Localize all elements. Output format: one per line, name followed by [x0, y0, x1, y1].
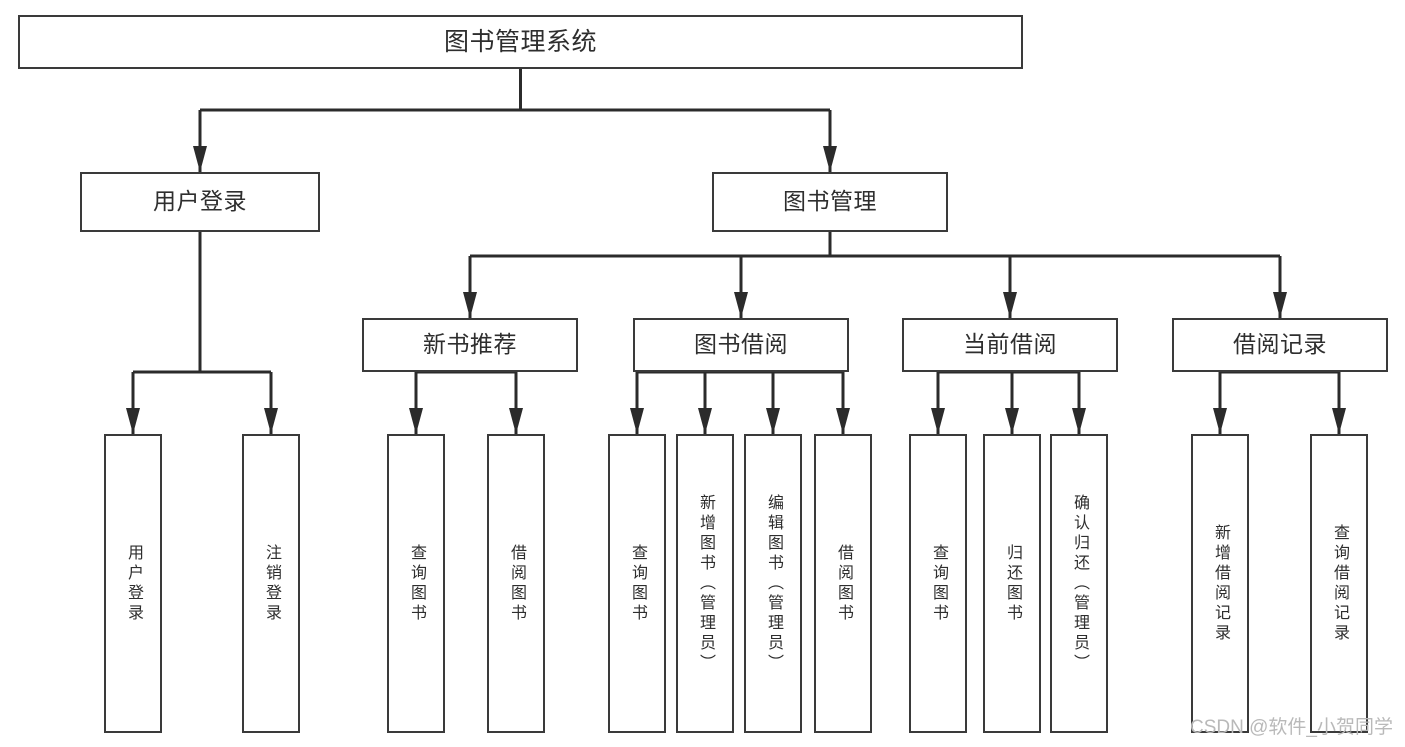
- node-leaf-bw-borrow[interactable]: 借阅图书: [814, 434, 872, 733]
- node-leaf-cur-query[interactable]: 查询图书: [909, 434, 967, 733]
- node-label: 用户登录: [153, 188, 247, 215]
- node-label: 图书借阅: [694, 331, 788, 358]
- node-record[interactable]: 借阅记录: [1172, 318, 1388, 372]
- node-label: 借阅图书: [507, 543, 525, 624]
- node-label: 确认归还（管理员）: [1070, 493, 1088, 674]
- node-leaf-bw-edit[interactable]: 编辑图书（管理员）: [744, 434, 802, 733]
- node-label: 查询图书: [407, 543, 425, 624]
- node-leaf-rec-add[interactable]: 新增借阅记录: [1191, 434, 1249, 733]
- node-leaf-nb-query[interactable]: 查询图书: [387, 434, 445, 733]
- node-label: 查询图书: [929, 543, 947, 624]
- node-leaf-bw-add[interactable]: 新增图书（管理员）: [676, 434, 734, 733]
- node-newbook[interactable]: 新书推荐: [362, 318, 578, 372]
- node-label: 图书管理系统: [443, 28, 597, 56]
- node-leaf-cur-confirm[interactable]: 确认归还（管理员）: [1050, 434, 1108, 733]
- node-leaf-user-logout[interactable]: 注销登录: [242, 434, 300, 733]
- node-label: 新增借阅记录: [1211, 523, 1229, 644]
- node-label: 新书推荐: [423, 331, 517, 358]
- node-label: 借阅记录: [1233, 331, 1327, 358]
- node-label: 新增图书（管理员）: [696, 493, 714, 674]
- node-label: 用户登录: [124, 543, 142, 624]
- node-leaf-cur-return[interactable]: 归还图书: [983, 434, 1041, 733]
- node-label: 编辑图书（管理员）: [764, 493, 782, 674]
- node-label: 查询借阅记录: [1330, 523, 1348, 644]
- node-leaf-bw-query[interactable]: 查询图书: [608, 434, 666, 733]
- node-leaf-rec-query[interactable]: 查询借阅记录: [1310, 434, 1368, 733]
- watermark: CSDN @软件_小贺同学: [1190, 717, 1393, 738]
- node-label: 图书管理: [783, 188, 877, 215]
- node-bookmgmt[interactable]: 图书管理: [712, 172, 948, 232]
- node-label: 借阅图书: [834, 543, 852, 624]
- node-leaf-nb-borrow[interactable]: 借阅图书: [487, 434, 545, 733]
- node-leaf-user-login[interactable]: 用户登录: [104, 434, 162, 733]
- node-label: 当前借阅: [963, 331, 1057, 358]
- node-login[interactable]: 用户登录: [80, 172, 320, 232]
- node-root[interactable]: 图书管理系统: [18, 15, 1023, 69]
- node-borrow[interactable]: 图书借阅: [633, 318, 849, 372]
- node-label: 查询图书: [628, 543, 646, 624]
- node-current[interactable]: 当前借阅: [902, 318, 1118, 372]
- node-label: 注销登录: [262, 543, 280, 624]
- node-label: 归还图书: [1003, 543, 1021, 624]
